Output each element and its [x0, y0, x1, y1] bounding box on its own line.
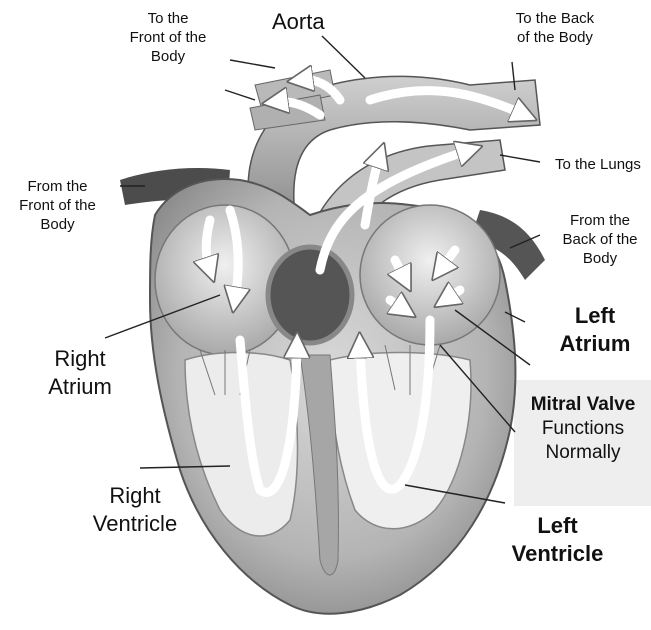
label-line: Atrium: [25, 373, 135, 401]
label-to-the-lungs: To the Lungs: [555, 156, 641, 175]
mitral-valve-status-line: Functions: [518, 417, 648, 441]
mitral-valve-title: Mitral Valve: [518, 393, 648, 417]
label-to-back-of-body: To the Back of the Body: [495, 10, 615, 48]
label-from-back-of-body: From the Back of the Body: [555, 212, 645, 268]
label-left-ventricle: Left Ventricle: [500, 512, 615, 567]
label-from-front-of-body: From the Front of the Body: [5, 178, 110, 234]
label-aorta: Aorta: [272, 8, 325, 36]
label-line: Right: [25, 345, 135, 373]
label-line: Body: [5, 216, 110, 235]
label-line: of the Body: [495, 29, 615, 48]
label-line: Ventricle: [500, 540, 615, 568]
aortic-root: [268, 247, 352, 343]
label-line: Left: [500, 512, 615, 540]
label-line: Left: [540, 302, 650, 330]
label-line: Back of the: [555, 231, 645, 250]
label-line: To the: [118, 10, 218, 29]
label-mitral-valve: Mitral Valve Functions Normally: [518, 393, 648, 464]
label-line: To the Back: [495, 10, 615, 29]
label-left-atrium: Left Atrium: [540, 302, 650, 357]
label-line: From the: [555, 212, 645, 231]
label-to-front-of-body: To the Front of the Body: [118, 10, 218, 66]
mitral-valve-status-line: Normally: [518, 441, 648, 465]
label-right-atrium: Right Atrium: [25, 345, 135, 400]
label-line: Ventricle: [70, 510, 200, 538]
label-line: Right: [70, 482, 200, 510]
label-line: Body: [118, 48, 218, 67]
label-line: Atrium: [540, 330, 650, 358]
label-line: Front of the: [118, 29, 218, 48]
label-line: From the: [5, 178, 110, 197]
label-line: Front of the: [5, 197, 110, 216]
label-right-ventricle: Right Ventricle: [70, 482, 200, 537]
label-line: Body: [555, 250, 645, 269]
